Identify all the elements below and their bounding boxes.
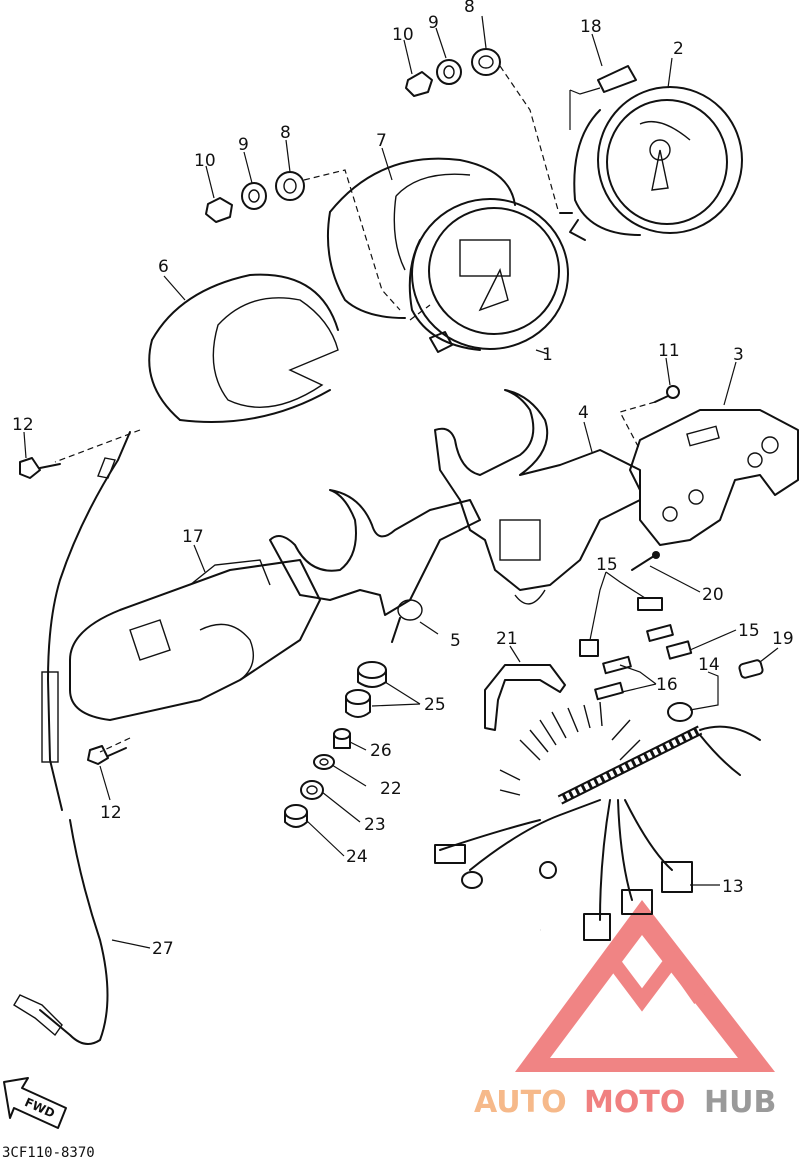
label-16: 16 — [656, 675, 678, 695]
label-12-bottom: 12 — [100, 803, 122, 823]
screw-12b — [87, 745, 127, 765]
watermark-auto: AUTO — [474, 1085, 567, 1120]
mount-bracket-upper — [269, 489, 481, 643]
label-12-top: 12 — [12, 415, 34, 435]
washers-left — [205, 171, 305, 223]
label-13: 13 — [722, 877, 744, 897]
watermark-hub: HUB — [704, 1085, 776, 1120]
label-2: 2 — [673, 39, 684, 59]
label-22: 22 — [380, 779, 402, 799]
label-24: 24 — [346, 847, 368, 867]
label-19: 19 — [772, 629, 794, 649]
label-1: 1 — [542, 345, 553, 365]
watermark-text: AUTO MOTO HUB — [474, 1085, 776, 1120]
fwd-label: FWD — [23, 1095, 57, 1121]
label-9-left: 9 — [238, 135, 249, 155]
speedometer-cover-7 — [326, 157, 516, 319]
watermark-moto: MOTO — [584, 1085, 685, 1120]
label-7: 7 — [376, 131, 387, 151]
label-4: 4 — [578, 403, 589, 423]
tachometer-gauge — [559, 86, 743, 241]
assembly-lines — [54, 65, 656, 753]
drawing-code: 3CF110-8370 — [2, 1145, 95, 1161]
fwd-arrow: FWD — [3, 1077, 67, 1129]
label-9-top: 9 — [428, 13, 439, 33]
leader-lines — [23, 15, 779, 949]
label-20: 20 — [702, 585, 724, 605]
label-6: 6 — [158, 257, 169, 277]
washers-top — [405, 48, 501, 97]
label-15-left: 15 — [596, 555, 618, 575]
label-17: 17 — [182, 527, 204, 547]
bulb-sockets — [579, 597, 764, 722]
wire-harness-13 — [434, 701, 761, 941]
cover-6 — [148, 273, 339, 423]
watermark-logo — [515, 900, 775, 1072]
label-10-top: 10 — [392, 25, 414, 45]
label-5: 5 — [450, 631, 461, 651]
label-21: 21 — [496, 629, 518, 649]
label-11: 11 — [658, 341, 680, 361]
bracket-4 — [434, 389, 641, 605]
label-25: 25 — [424, 695, 446, 715]
screw-20 — [631, 551, 660, 571]
screw-11 — [654, 385, 680, 403]
label-3: 3 — [733, 345, 744, 365]
label-27: 27 — [152, 939, 174, 959]
label-14: 14 — [698, 655, 720, 675]
screw-12a — [19, 457, 61, 479]
part-labels: 1 2 3 4 5 6 7 8 8 9 9 10 10 11 12 12 13 … — [12, 0, 794, 959]
bracket-3 — [629, 409, 799, 546]
label-15-right: 15 — [738, 621, 760, 641]
speedometer-gauge-1 — [408, 198, 569, 353]
label-8-top: 8 — [464, 0, 475, 17]
label-26: 26 — [370, 741, 392, 761]
part-18-strip — [597, 65, 637, 93]
label-8-left: 8 — [280, 123, 291, 143]
speedometer-cable-27 — [13, 431, 131, 1045]
label-10-left: 10 — [194, 151, 216, 171]
grommets — [284, 661, 387, 828]
label-18: 18 — [580, 17, 602, 37]
label-23: 23 — [364, 815, 386, 835]
housing-17 — [69, 559, 321, 721]
plate-21 — [484, 664, 566, 731]
